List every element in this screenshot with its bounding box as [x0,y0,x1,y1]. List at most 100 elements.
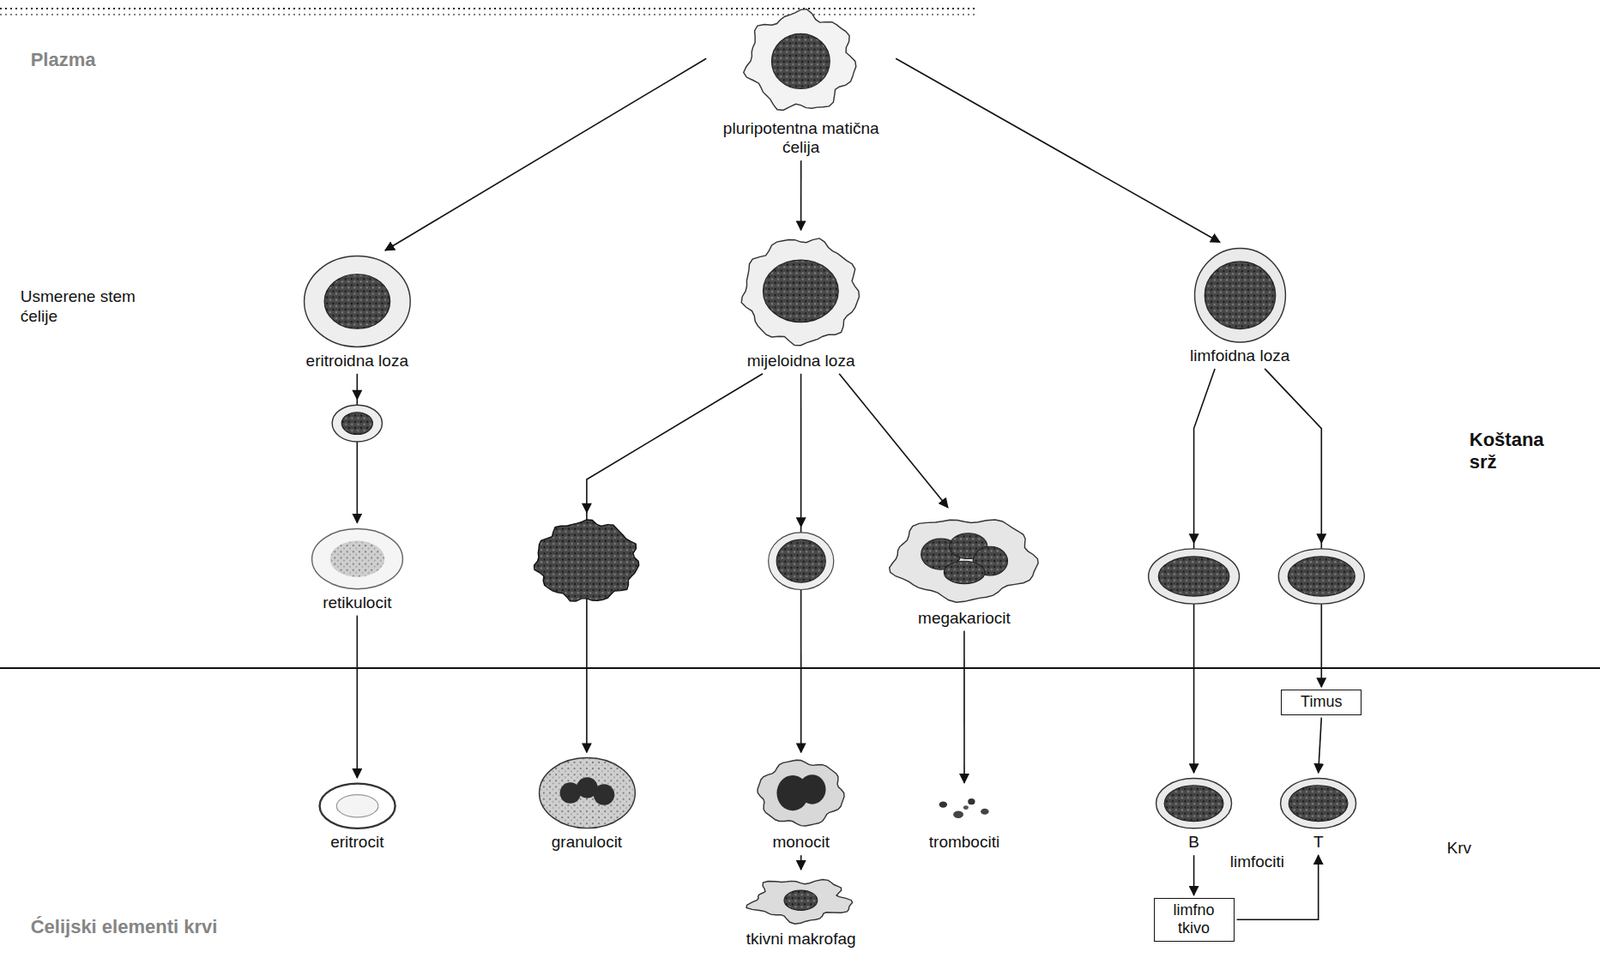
cell-node: eritrocit [316,780,399,853]
cell-node: pluripotentna matična ćelija [708,5,894,158]
cell-label: monocit [772,833,830,853]
lineage-arrow [1264,368,1322,688]
cell-part [963,805,969,810]
cell-illustration [316,780,399,833]
cell-label: trombociti [929,833,1000,853]
arrow-head [581,503,592,514]
cell-part [330,540,386,577]
precursor-cell [332,404,382,442]
cell-label: mijeloidna loza [747,351,856,372]
cell-part [341,412,373,435]
cell-part [798,774,827,804]
cell-label: limfoidna loza [1189,346,1290,367]
box-label: limfno tkivo [1173,901,1215,939]
region-label: Krv [1447,839,1473,859]
dotted-rule [0,13,979,16]
organ-box: Timus [1280,689,1362,716]
cell-illustration [1191,245,1289,346]
lineage-arrow [800,855,803,870]
lineage-arrow [385,58,707,251]
marrow-blood-divider [0,667,1600,670]
cell-label: granulocit [551,833,622,853]
cell-part [784,890,818,911]
cell-node: megakariocit [882,510,1046,629]
cell-part [1278,549,1365,604]
lineage-arrow [1318,718,1323,773]
cell-illustration [536,754,639,832]
lineage-arrow [895,58,1220,242]
cell-part [319,783,395,828]
arrow-head [1189,533,1200,544]
cell-part [1288,785,1348,822]
cell-illustration [1153,775,1235,832]
cell-illustration [923,785,1005,833]
lineage-arrow [963,631,966,784]
cell-node: trombociti [923,785,1005,853]
region-label: Koštana srž [1469,428,1545,475]
cell-node: retikulocit [308,525,406,614]
cell-illustration [736,232,865,351]
cell-part [943,561,985,584]
cell-part [772,33,831,89]
cell-part [939,801,948,808]
cell-part [953,810,965,818]
cell-part [776,539,826,583]
precursor-cell [1278,549,1365,604]
cell-part [332,404,382,442]
cell-part [1164,785,1224,822]
precursor-cell [534,519,640,602]
cell-part [1158,556,1230,597]
cell-node: T [1277,775,1359,853]
cell-part [746,879,852,924]
lineage-arrow [839,374,948,508]
cell-label: eritroidna loza [306,351,409,372]
cell-part [763,259,840,323]
cell-label: tkivni makrofag [746,929,857,950]
cell-label: T [1313,833,1324,853]
cell-part [968,798,976,805]
cell-part [311,528,403,589]
cell-node: granulocit [536,754,639,853]
cell-label: retikulocit [322,593,392,614]
cell-part [1148,549,1240,604]
annotation: Usmerene stem ćelije [20,287,150,327]
page-heading: Plazma [30,48,97,72]
cell-node: tkivni makrofag [742,872,860,950]
cell-illustration [752,754,850,832]
annotation: limfociti [1230,852,1285,873]
cell-part [534,519,640,602]
arrow-head [1316,533,1327,544]
precursor-cell [1148,549,1240,604]
cell-label: eritrocit [330,833,384,853]
cell-part [1280,778,1357,829]
cell-part [980,808,990,815]
lineage-arrow [1193,855,1196,895]
cell-label: megakariocit [917,609,1011,629]
cell-part [1156,778,1232,829]
cell-part [538,758,635,829]
arrow-head [351,390,363,401]
cell-part [336,795,379,818]
organ-box: limfno tkivo [1153,898,1235,942]
cell-illustration [882,510,1046,608]
cell-node: B [1153,775,1235,853]
cell-part [592,784,614,806]
cell-illustration [742,872,860,929]
precursor-cell [768,532,834,591]
cell-part [324,274,391,329]
cell-illustration [301,253,414,351]
cell-part [757,760,845,827]
cell-part [1194,247,1286,342]
arrow-head [796,517,807,528]
cell-node: limfoidna loza [1189,245,1290,367]
dotted-rule [0,7,979,10]
cell-part [743,9,857,111]
cell-illustration [308,525,406,592]
cell-part [1287,556,1355,597]
cell-part [768,532,834,591]
lineage-arrow [356,615,358,779]
cell-part [889,519,1039,603]
cell-node: eritroidna loza [301,253,414,372]
lineage-arrow [800,160,803,230]
box-label: Timus [1300,693,1342,713]
